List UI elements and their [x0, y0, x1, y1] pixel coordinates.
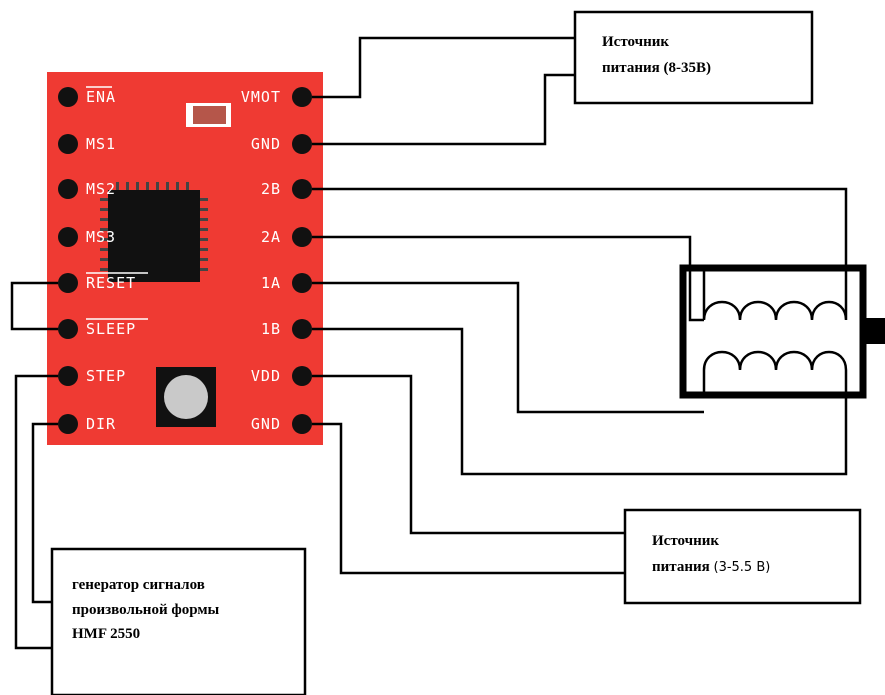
- pin-label-vdd: VDD: [251, 367, 281, 385]
- pin-label-2b: 2B: [261, 180, 281, 198]
- pin-label-1a: 1A: [261, 274, 281, 292]
- wire-step-to-generator: [14, 374, 58, 650]
- pin-label-vmot: VMOT: [241, 88, 281, 106]
- wire-1b-to-motor: [312, 327, 848, 476]
- wire-reset-sleep-jumper: [10, 281, 58, 331]
- pin-1a-dot[interactable]: [292, 273, 312, 293]
- pin-ms3-dot[interactable]: [58, 227, 78, 247]
- wire-2a-to-motor: [312, 235, 704, 322]
- wires: [10, 36, 848, 650]
- pin-ms2-dot[interactable]: [58, 179, 78, 199]
- logic-supply-line2: питания (3-5.5 В): [652, 559, 770, 575]
- driver-chip: [100, 182, 208, 282]
- wire-1a-to-motor: [312, 281, 704, 414]
- pin-label-sleep: SLEEP: [86, 320, 136, 338]
- pin-gnd-top-dot[interactable]: [292, 134, 312, 154]
- pin-label-dir: DIR: [86, 415, 116, 433]
- pin-vdd-dot[interactable]: [292, 366, 312, 386]
- pin-reset-dot[interactable]: [58, 273, 78, 293]
- pin-label-gnd-bottom: GND: [251, 415, 281, 433]
- pin-label-ena: ENA: [86, 88, 116, 106]
- signal-generator-box: генератор сигналов произвольной формы HM…: [50, 547, 307, 695]
- wire-vdd-to-logic-supply: [312, 374, 625, 535]
- pin-label-gnd-top: GND: [251, 135, 281, 153]
- logic-supply-line1: Источник: [652, 533, 719, 549]
- stepper-motor: [679, 264, 885, 399]
- pin-dir-dot[interactable]: [58, 414, 78, 434]
- wire-vmot-to-supply: [312, 36, 575, 99]
- wire-2b-to-motor: [312, 187, 848, 268]
- pin-label-ms2: MS2: [86, 180, 116, 198]
- pin-label-ms3: MS3: [86, 228, 116, 246]
- logic-supply-line2-prefix: питания: [652, 559, 714, 575]
- motor-supply-line2: питания (8-35В): [602, 60, 711, 76]
- pin-gnd-bottom-dot[interactable]: [292, 414, 312, 434]
- pin-vmot-dot[interactable]: [292, 87, 312, 107]
- pin-ena-dot[interactable]: [58, 87, 78, 107]
- pin-label-1b: 1B: [261, 320, 281, 338]
- pin-2b-dot[interactable]: [292, 179, 312, 199]
- generator-line3: HMF 2550: [72, 626, 140, 642]
- pin-label-ms1: MS1: [86, 135, 116, 153]
- wire-gnd-to-logic-supply: [312, 422, 625, 575]
- logic-supply-line2-suffix: (3-5.5 В): [714, 560, 771, 575]
- active-low-overlines: [86, 86, 148, 320]
- motor-coil-upper: [702, 270, 848, 321]
- potentiometer: [156, 367, 216, 427]
- pin-sleep-dot[interactable]: [58, 319, 78, 339]
- pin-label-reset: RESET: [86, 274, 136, 292]
- motor-power-supply-box: Источник питания (8-35В): [573, 10, 814, 105]
- logic-power-supply-box: Источник питания (3-5.5 В): [623, 508, 862, 605]
- motor-supply-line1: Источник: [602, 34, 669, 50]
- pin-1b-dot[interactable]: [292, 319, 312, 339]
- generator-line1: генератор сигналов: [72, 577, 205, 593]
- pin-2a-dot[interactable]: [292, 227, 312, 247]
- wire-gnd-to-supply: [312, 73, 575, 146]
- motor-coil-lower: [702, 350, 848, 393]
- pin-label-step: STEP: [86, 367, 126, 385]
- generator-line2: произвольной формы: [72, 602, 220, 618]
- pin-step-dot[interactable]: [58, 366, 78, 386]
- wire-dir-to-generator: [31, 422, 58, 604]
- pin-ms1-dot[interactable]: [58, 134, 78, 154]
- pin-label-2a: 2A: [261, 228, 281, 246]
